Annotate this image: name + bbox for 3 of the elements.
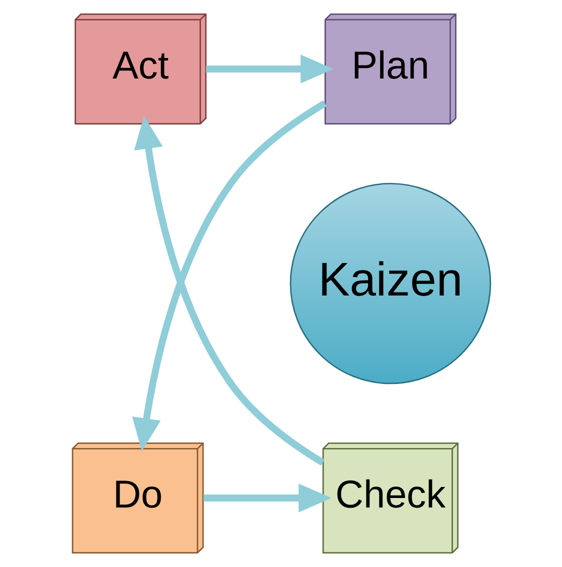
arrow bbox=[202, 484, 332, 512]
arrow bbox=[206, 54, 334, 84]
node-circle: Kaizen bbox=[289, 182, 491, 384]
